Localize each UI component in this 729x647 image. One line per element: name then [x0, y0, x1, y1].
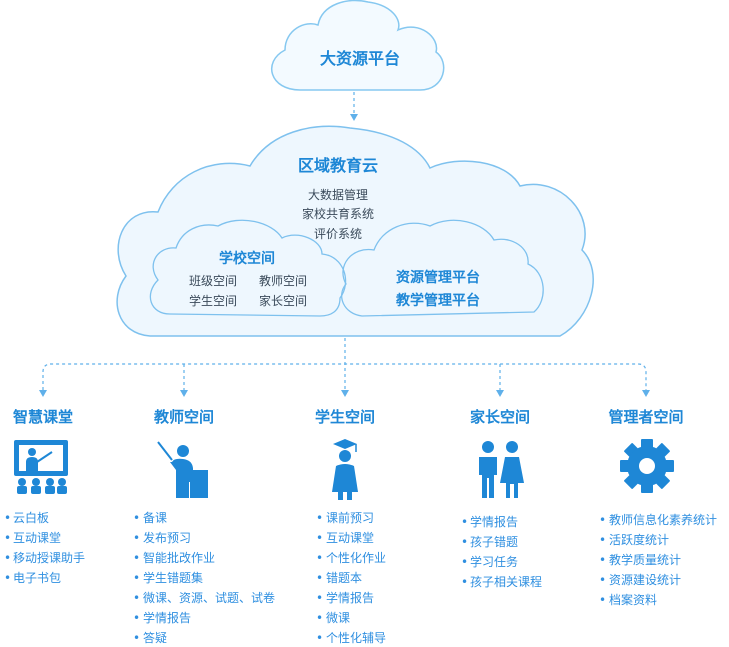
svg-text:•: • [316, 511, 323, 525]
list-item: 学情报告 [143, 610, 191, 625]
list-item: 活跃度统计 [609, 532, 669, 547]
list-student: • 课前预习 • 互动课堂 • 个性化作业 • 错题本 • 学情报告 • 微课 … [316, 510, 386, 645]
list-item: 答疑 [143, 630, 167, 645]
svg-text:•: • [316, 631, 323, 645]
column-title-student: 学生空间 [315, 408, 375, 426]
list-item: 学习任务 [470, 554, 518, 569]
school-space-item: 家长空间 [259, 293, 307, 308]
list-item: 个性化辅导 [326, 631, 386, 645]
list-item: 微课 [326, 611, 350, 625]
list-item: 移动授课助手 [13, 550, 85, 565]
list-item: 资源建设统计 [609, 573, 681, 587]
list-item: 孩子相关课程 [470, 574, 542, 589]
list-item: 孩子错题 [470, 535, 518, 549]
parents-icon [479, 441, 524, 498]
list-item: 互动课堂 [13, 531, 61, 545]
column-title-smart-classroom: 智慧课堂 [13, 408, 73, 426]
svg-text:•: • [133, 531, 140, 545]
svg-text:•: • [599, 593, 606, 607]
list-item: 发布预习 [143, 530, 191, 545]
list-item: 智能批改作业 [143, 550, 215, 565]
svg-text:•: • [599, 513, 606, 527]
list-item: 互动课堂 [326, 531, 374, 545]
edu-cloud: 区域教育云 大数据管理 家校共育系统 评价系统 [116, 125, 594, 337]
column-title-teacher: 教师空间 [153, 408, 214, 426]
list-smart-classroom: • 云白板 • 互动课堂 • 移动授课助手 • 电子书包 [4, 510, 85, 585]
svg-text:•: • [133, 591, 140, 605]
list-item: 学情报告 [470, 514, 518, 529]
school-space-item: 学生空间 [189, 293, 237, 308]
svg-text:•: • [133, 631, 140, 645]
svg-text:•: • [461, 515, 468, 529]
list-item: 教师信息化素养统计 [609, 512, 717, 527]
list-item: 课前预习 [326, 510, 374, 525]
svg-text:•: • [4, 511, 11, 525]
school-space-item: 班级空间 [189, 274, 237, 288]
top-cloud: 大资源平台 [270, 0, 445, 91]
svg-text:•: • [316, 551, 323, 565]
list-manager: • 教师信息化素养统计 • 活跃度统计 • 教学质量统计 • 资源建设统计 • … [599, 512, 717, 607]
list-item: 备课 [143, 511, 167, 525]
svg-text:•: • [461, 575, 468, 589]
teacher-icon [157, 441, 208, 498]
list-item: 电子书包 [13, 571, 61, 585]
top-cloud-title: 大资源平台 [320, 49, 400, 68]
list-item: 云白板 [13, 510, 49, 525]
list-item: 错题本 [326, 571, 362, 585]
list-parent: • 学情报告 • 孩子错题 • 学习任务 • 孩子相关课程 [461, 514, 542, 589]
svg-text:•: • [316, 611, 323, 625]
edu-cloud-title: 区域教育云 [298, 156, 378, 175]
svg-text:•: • [133, 551, 140, 565]
list-item: 学生错题集 [143, 570, 203, 585]
school-space-title: 学校空间 [219, 250, 275, 267]
list-item: 微课、资源、试题、试卷 [143, 590, 275, 605]
smart-classroom-icon [14, 440, 68, 494]
list-item: 档案资料 [609, 592, 657, 607]
column-title-parent: 家长空间 [470, 408, 530, 426]
svg-text:•: • [4, 571, 11, 585]
platform-cloud: 资源管理平台 教学管理平台 [341, 219, 544, 317]
list-item: 教学质量统计 [609, 552, 681, 567]
column-title-manager: 管理者空间 [608, 408, 683, 426]
list-item: 学情报告 [326, 590, 374, 605]
svg-text:•: • [4, 551, 11, 565]
student-graduate-icon [332, 439, 358, 500]
connector-arrows [39, 390, 650, 397]
svg-text:•: • [599, 573, 606, 587]
list-teacher: • 备课 • 发布预习 • 智能批改作业 • 学生错题集 • 微课、资源、试题、… [133, 511, 275, 645]
svg-text:•: • [461, 535, 468, 549]
platform-label: 资源管理平台 [396, 269, 480, 286]
edu-cloud-line: 家校共育系统 [302, 206, 374, 221]
svg-text:•: • [133, 511, 140, 525]
svg-text:•: • [316, 571, 323, 585]
svg-text:•: • [599, 553, 606, 567]
column-connectors [42, 338, 647, 390]
svg-text:•: • [316, 531, 323, 545]
list-item: 个性化作业 [326, 551, 386, 565]
gear-icon [620, 439, 674, 493]
svg-text:•: • [461, 555, 468, 569]
svg-text:•: • [4, 531, 11, 545]
school-space-item: 教师空间 [259, 273, 307, 288]
svg-text:•: • [133, 571, 140, 585]
edu-cloud-line: 大数据管理 [308, 187, 368, 202]
school-space-cloud: 学校空间 班级空间 教师空间 学生空间 家长空间 [149, 219, 347, 317]
svg-text:•: • [599, 533, 606, 547]
svg-text:•: • [133, 611, 140, 625]
svg-text:•: • [316, 591, 323, 605]
platform-label: 教学管理平台 [396, 292, 480, 309]
edu-cloud-line: 评价系统 [314, 227, 362, 241]
connector-top [350, 92, 358, 121]
